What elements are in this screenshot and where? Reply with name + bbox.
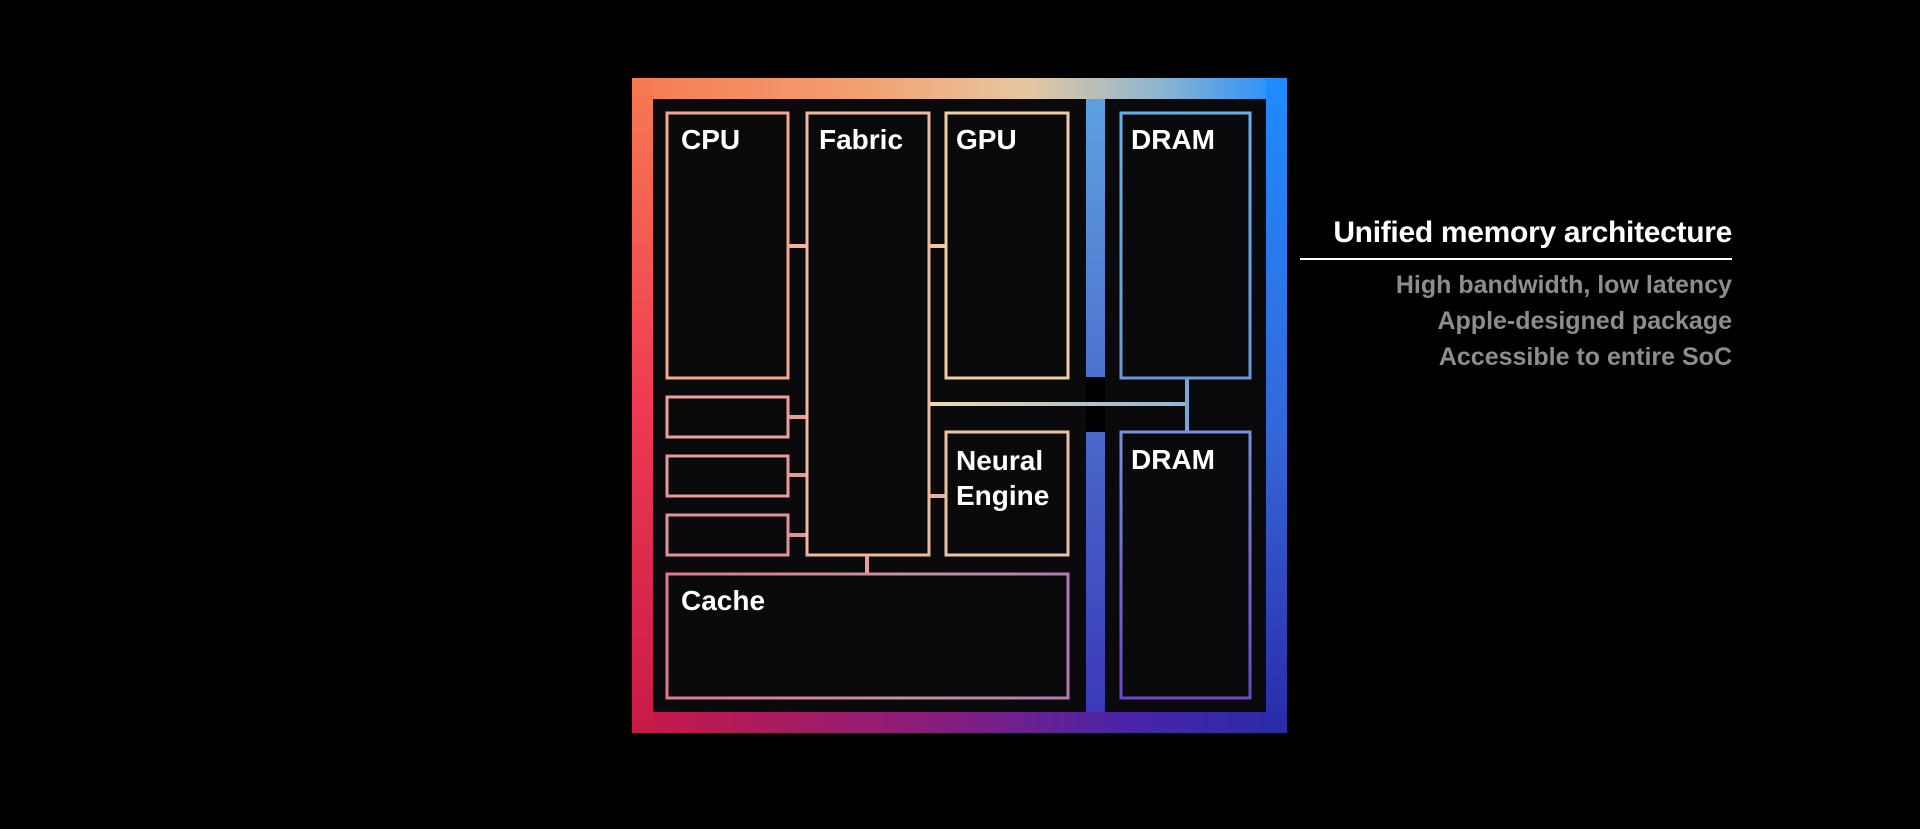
legend: Unified memory architecture High bandwid… [1300, 216, 1732, 375]
package-channel [1086, 99, 1105, 712]
gpu-block [944, 111, 1070, 380]
gpu-label: GPU [956, 124, 1017, 155]
dram-top-label: DRAM [1131, 124, 1215, 155]
neural-engine-label-line1: Neural [956, 445, 1043, 476]
legend-item: High bandwidth, low latency [1395, 271, 1732, 299]
package-frame [632, 78, 1287, 733]
neural-engine-block [944, 430, 1070, 557]
cache-block [665, 572, 1070, 700]
legend-item: Accessible to entire SoC [1438, 343, 1732, 371]
dram-top-block [1119, 111, 1252, 380]
fabric-label: Fabric [819, 124, 903, 155]
cpu-block [665, 111, 790, 380]
legend-item: Apple-designed package [1437, 307, 1732, 335]
io-block-1 [665, 395, 790, 439]
fabric-block [805, 111, 931, 557]
io-block-3 [665, 513, 790, 557]
legend-title: Unified memory architecture [1300, 216, 1732, 260]
dram-bottom-block [1119, 430, 1252, 700]
neural-engine-label-line2: Engine [956, 480, 1049, 511]
cpu-label: CPU [681, 124, 740, 155]
cache-label: Cache [681, 585, 765, 616]
connectors [788, 244, 1189, 574]
io-block-2 [665, 454, 790, 498]
dram-bottom-label: DRAM [1131, 444, 1215, 475]
legend-items: High bandwidth, low latency Apple-design… [1300, 267, 1732, 375]
